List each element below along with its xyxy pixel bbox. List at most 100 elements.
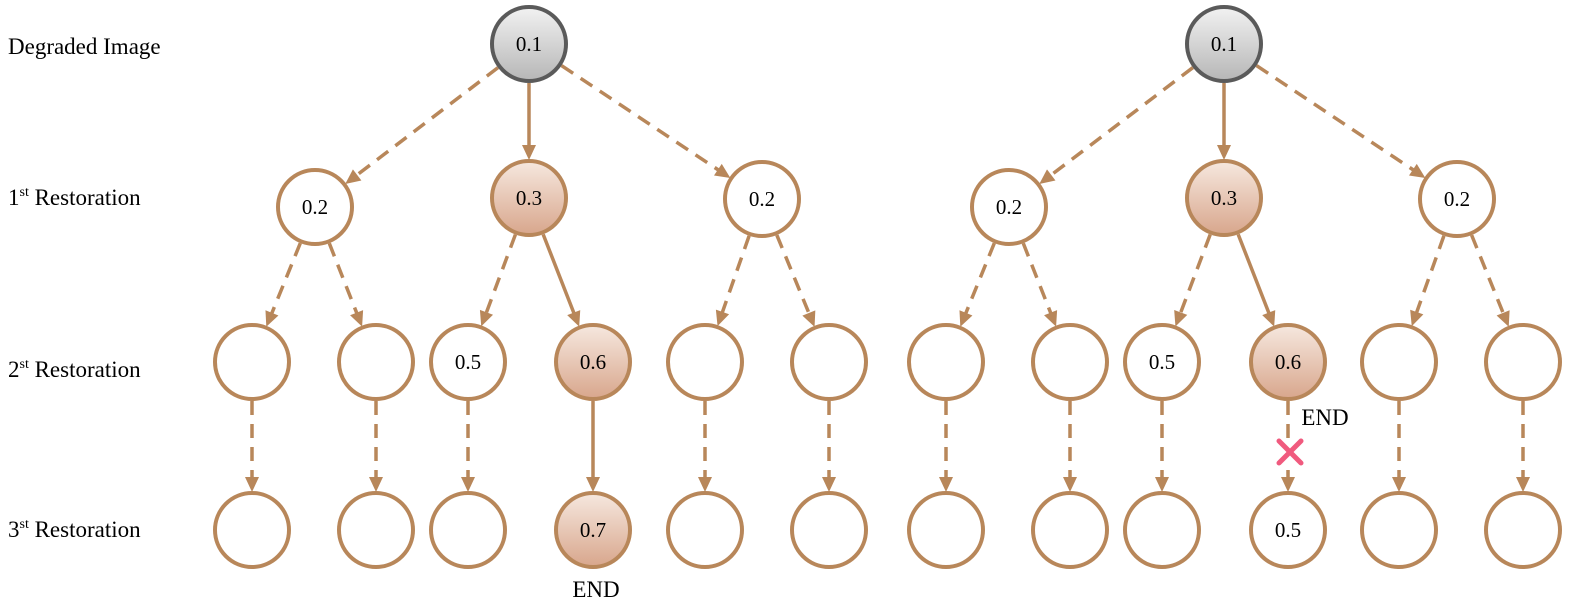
arrowhead-icon bbox=[959, 310, 973, 327]
node-value: 0.1 bbox=[1211, 32, 1237, 56]
arrowhead-icon bbox=[715, 309, 730, 327]
tree-1-edge-l1-l2-1 bbox=[265, 242, 302, 327]
edge-line bbox=[1021, 242, 1053, 316]
edges-layer bbox=[245, 64, 1530, 492]
edge-line bbox=[1414, 235, 1446, 315]
arrowhead-icon bbox=[1063, 477, 1077, 492]
node-circle bbox=[1360, 323, 1438, 401]
arrowhead-icon bbox=[1408, 163, 1426, 178]
tree-1-level2-node-6 bbox=[790, 323, 868, 401]
tree-1-edge-l1-l2-6 bbox=[775, 234, 816, 327]
edge-line bbox=[1236, 233, 1272, 316]
arrowhead-icon bbox=[1155, 477, 1169, 492]
node-value: 0.7 bbox=[580, 518, 606, 542]
arrowhead-icon bbox=[822, 477, 836, 492]
row-label-1st-restoration: 1st Restoration bbox=[8, 185, 141, 210]
node-circle bbox=[1418, 160, 1496, 238]
tree-2-edge-l1-l2-1 bbox=[959, 242, 996, 327]
tree-1-edge-root-l1-2 bbox=[522, 83, 536, 160]
node-circle bbox=[1123, 323, 1201, 401]
tree-1-level2-node-4: 0.6 bbox=[554, 323, 632, 401]
node-circle bbox=[790, 491, 868, 569]
tree-1-edge-l2-l3-3 bbox=[461, 401, 475, 492]
node-circle bbox=[429, 323, 507, 401]
arrowhead-icon bbox=[522, 145, 536, 160]
tree-1-edge-l2-l3-6 bbox=[822, 401, 836, 492]
arrowhead-icon bbox=[698, 477, 712, 492]
tree-1-end-label: END bbox=[572, 577, 619, 602]
tree-1-level3-node-4: 0.7 bbox=[554, 491, 632, 569]
tree-2-edge-l1-l2-2 bbox=[1021, 242, 1058, 327]
arrowhead-icon bbox=[586, 477, 600, 492]
tree-2-level2-node-4: 0.6 bbox=[1249, 323, 1327, 401]
node-circle bbox=[790, 323, 868, 401]
node-value: 0.2 bbox=[302, 195, 328, 219]
edge-line bbox=[269, 242, 302, 316]
edge-line bbox=[1470, 234, 1506, 316]
edge-line bbox=[1048, 66, 1194, 178]
arrowhead-icon bbox=[345, 169, 362, 184]
arrowhead-icon bbox=[245, 477, 259, 492]
tree-1-edge-l1-l2-3 bbox=[479, 233, 518, 327]
cross-stroke-2 bbox=[1276, 438, 1304, 466]
tree-2-level3-node-2 bbox=[1031, 491, 1109, 569]
arrowhead-icon bbox=[1410, 309, 1424, 327]
tree-2-level2-node-2 bbox=[1031, 323, 1109, 401]
tree-2-edge-l2-l3-1 bbox=[939, 401, 953, 492]
node-circle bbox=[1185, 159, 1263, 237]
tree-1-root-node: 0.1 bbox=[490, 5, 568, 83]
tree-1-level1-node-1: 0.2 bbox=[276, 168, 354, 246]
tree-2-level3-node-3 bbox=[1123, 491, 1201, 569]
tree-1-level2-node-3: 0.5 bbox=[429, 323, 507, 401]
node-value: 0.3 bbox=[516, 186, 542, 210]
tree-1-edge-l2-l3-2 bbox=[369, 401, 383, 492]
tree-1-level3-node-3 bbox=[429, 491, 507, 569]
node-value: 0.2 bbox=[996, 195, 1022, 219]
tree-2-level3-node-6 bbox=[1484, 491, 1562, 569]
arrowhead-icon bbox=[369, 477, 383, 492]
node-circle bbox=[337, 323, 415, 401]
tree-1-level2-node-5 bbox=[666, 323, 744, 401]
tree-1-edge-l2-l3-4 bbox=[586, 401, 600, 492]
tree-2-level2-node-5 bbox=[1360, 323, 1438, 401]
tree-2-edge-l2-l3-2 bbox=[1063, 401, 1077, 492]
tree-2-level2-node-3: 0.5 bbox=[1123, 323, 1201, 401]
tree-1-edge-l1-l2-2 bbox=[327, 242, 364, 327]
arrowhead-icon bbox=[1217, 145, 1231, 160]
tree-1-level3-node-1 bbox=[213, 491, 291, 569]
arrowhead-icon bbox=[265, 310, 279, 327]
edge-line bbox=[560, 64, 721, 173]
edge-line bbox=[327, 242, 359, 316]
tree-2-edge-l1-l2-6 bbox=[1470, 234, 1510, 327]
tree-2-level2-node-1 bbox=[907, 323, 985, 401]
edge-line bbox=[720, 235, 751, 315]
node-circle bbox=[723, 160, 801, 238]
node-circle bbox=[1249, 323, 1327, 401]
node-circle bbox=[490, 159, 568, 237]
node-value: 0.5 bbox=[1275, 518, 1301, 542]
tree-1-edge-root-l1-3 bbox=[560, 64, 731, 178]
node-circle bbox=[1360, 491, 1438, 569]
tree-1-level2-node-1 bbox=[213, 323, 291, 401]
node-circle bbox=[1031, 491, 1109, 569]
arrowhead-icon bbox=[350, 310, 364, 327]
tree-2-level3-node-1 bbox=[907, 491, 985, 569]
node-circle bbox=[907, 491, 985, 569]
arrowhead-icon bbox=[1174, 309, 1188, 327]
tree-2-root-node: 0.1 bbox=[1185, 5, 1263, 83]
edge-line bbox=[1255, 64, 1416, 173]
arrowhead-icon bbox=[713, 163, 731, 178]
arrowhead-icon bbox=[939, 477, 953, 492]
node-value: 0.6 bbox=[580, 350, 606, 374]
node-circle bbox=[1249, 491, 1327, 569]
node-value: 0.3 bbox=[1211, 186, 1237, 210]
tree-1-level3-node-6 bbox=[790, 491, 868, 569]
tree-2-edge-root-l1-3 bbox=[1255, 64, 1426, 178]
node-circle bbox=[490, 5, 568, 83]
tree-2-level3-node-4: 0.5 bbox=[1249, 491, 1327, 569]
tree-1-level3-node-2 bbox=[337, 491, 415, 569]
tree-2-edge-l2-l3-6 bbox=[1516, 401, 1530, 492]
